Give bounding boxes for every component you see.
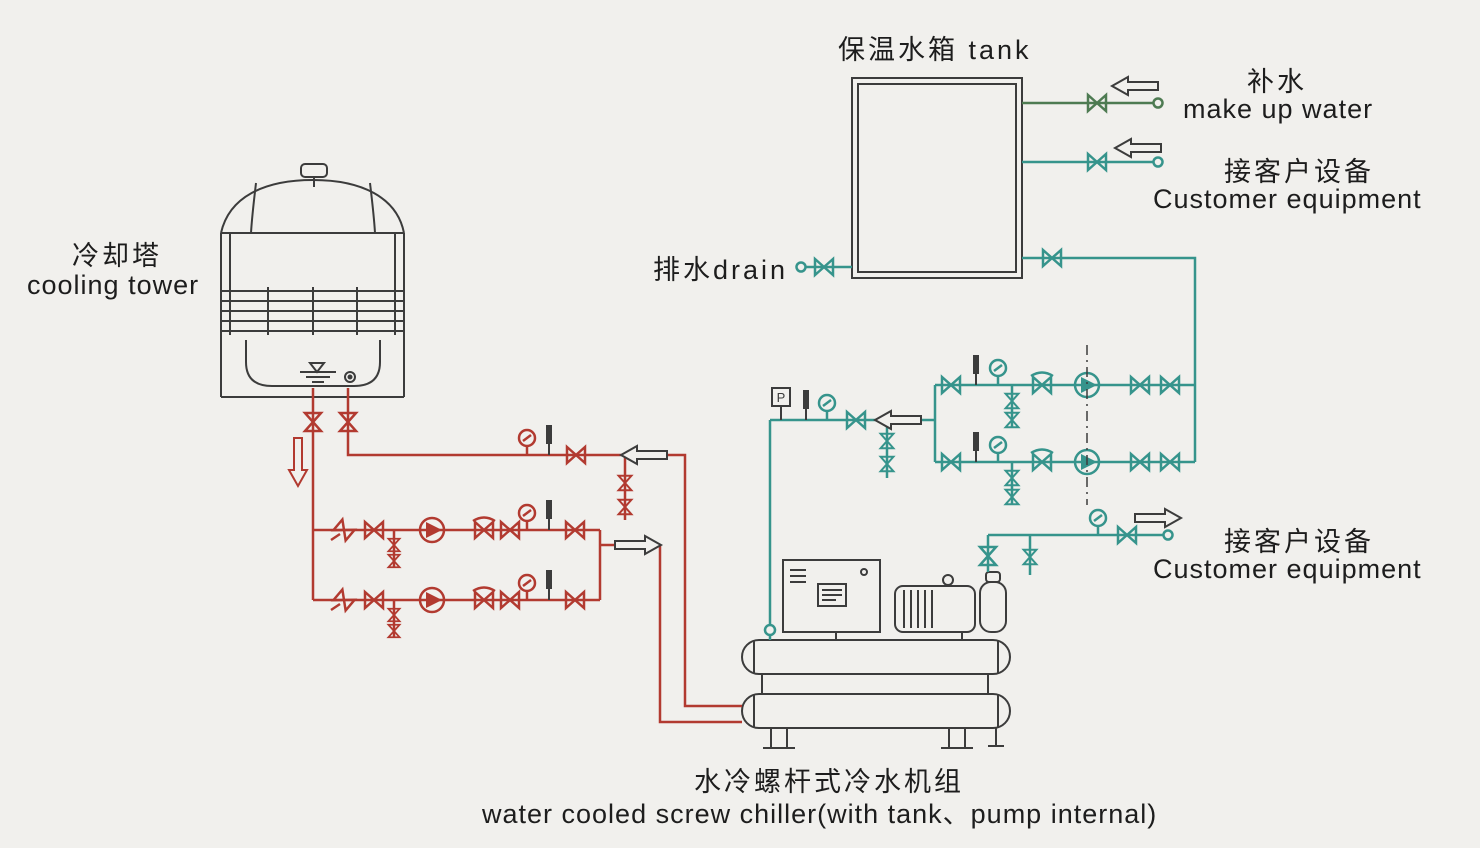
customer-equipment-top-label-en: Customer equipment xyxy=(1153,184,1422,214)
tower-dome-inner xyxy=(250,182,376,234)
cooling-tower-label-en: cooling tower xyxy=(27,270,200,300)
thermometer-icon xyxy=(972,354,980,386)
condenser-water-circuit xyxy=(288,388,742,724)
evaporator-flanges xyxy=(753,640,999,674)
flow-arrow-down-icon xyxy=(288,437,308,487)
cooling-tower xyxy=(220,163,405,398)
chiller-label-en: water cooled screw chiller(with tank、pum… xyxy=(482,799,1158,829)
cooling-tower-label-cn: 冷却塔 xyxy=(72,241,162,271)
condenser-flanges xyxy=(753,694,999,728)
chiller-drain-leg xyxy=(988,728,1004,747)
makeup-inlet-icon xyxy=(1152,97,1164,109)
check-valve-icon xyxy=(1029,448,1055,472)
check-valve-icon xyxy=(1029,371,1055,395)
flow-arrow-left-icon xyxy=(620,445,668,465)
thermometer-icon xyxy=(545,569,553,601)
customer-equipment-bottom-label-en: Customer equipment xyxy=(1153,554,1422,584)
makeup-water-line xyxy=(1022,93,1164,113)
chiller-unit xyxy=(741,559,1011,749)
pressure-gauge-icon xyxy=(817,393,837,422)
instruments-and-arrows: P xyxy=(545,76,1182,601)
tower-shell xyxy=(220,233,405,398)
flow-arrow-right-icon xyxy=(1134,508,1182,528)
makeup-water-label-en: make up water xyxy=(1183,94,1374,124)
basin-outlet-icon xyxy=(344,371,356,383)
customer-outlet-icon xyxy=(1162,529,1174,541)
tank-label: 保温水箱 tank xyxy=(838,35,1032,65)
strainer-icon xyxy=(329,588,356,612)
evaporator-shell xyxy=(741,639,1011,675)
makeup-water-label-cn: 补水 xyxy=(1247,67,1307,97)
pressure-gauge-icon xyxy=(988,358,1008,387)
tower-basin xyxy=(245,340,381,387)
pressure-transmitter-tag: P xyxy=(777,390,786,405)
thermometer-icon xyxy=(972,431,980,463)
thermometer-icon xyxy=(545,499,553,531)
check-valve-icon xyxy=(471,516,497,540)
oil-separator xyxy=(979,581,1007,633)
basin-outlet-dot xyxy=(347,374,353,380)
customer-inlet-icon xyxy=(1152,156,1164,168)
pressure-gauge-icon xyxy=(988,435,1008,464)
tower-dome xyxy=(220,178,405,234)
flow-arrow-left-icon xyxy=(1111,76,1159,96)
customer-equipment-top-label-cn: 接客户设备 xyxy=(1224,157,1374,187)
flow-arrow-left-icon xyxy=(1114,138,1162,158)
tower-louvers xyxy=(221,287,404,335)
control-display xyxy=(817,583,847,607)
flange-icon xyxy=(763,623,777,637)
separator-cap xyxy=(985,571,1001,583)
pressure-gauge-icon xyxy=(517,503,537,532)
water-level-icon xyxy=(300,362,336,383)
condenser-shell xyxy=(741,693,1011,729)
thermometer-icon xyxy=(802,389,810,421)
motor-gauge-icon xyxy=(942,574,954,586)
chilled-water-circuit xyxy=(763,152,1197,640)
flow-arrow-left-icon xyxy=(874,410,922,430)
insulated-tank xyxy=(851,77,1023,279)
compressor-motor xyxy=(894,585,976,633)
drain-label: 排水drain xyxy=(653,255,789,285)
display-lines xyxy=(822,589,842,601)
control-cabinet xyxy=(782,559,881,633)
pressure-gauge-icon xyxy=(1088,508,1108,537)
customer-equipment-bottom-label-cn: 接客户设备 xyxy=(1224,527,1374,557)
flow-arrow-right-icon xyxy=(614,535,662,555)
motor-ribs xyxy=(903,590,933,628)
strainer-icon xyxy=(329,518,356,542)
drain-outlet-icon xyxy=(795,261,807,273)
cabinet-vents xyxy=(790,569,806,583)
right-saddle xyxy=(948,727,966,749)
tank-inner-wall xyxy=(857,83,1017,273)
pressure-gauge-icon xyxy=(517,573,537,602)
tank-outer-wall xyxy=(851,77,1023,279)
tower-fan-motor xyxy=(300,163,328,178)
pressure-gauge-icon xyxy=(517,428,537,457)
shell-connectors xyxy=(761,632,989,694)
cabinet-knob xyxy=(860,568,868,576)
left-saddle xyxy=(770,727,788,749)
check-valve-icon xyxy=(471,586,497,610)
thermometer-icon xyxy=(545,424,553,456)
chiller-label-cn: 水冷螺杆式冷水机组 xyxy=(694,767,964,797)
